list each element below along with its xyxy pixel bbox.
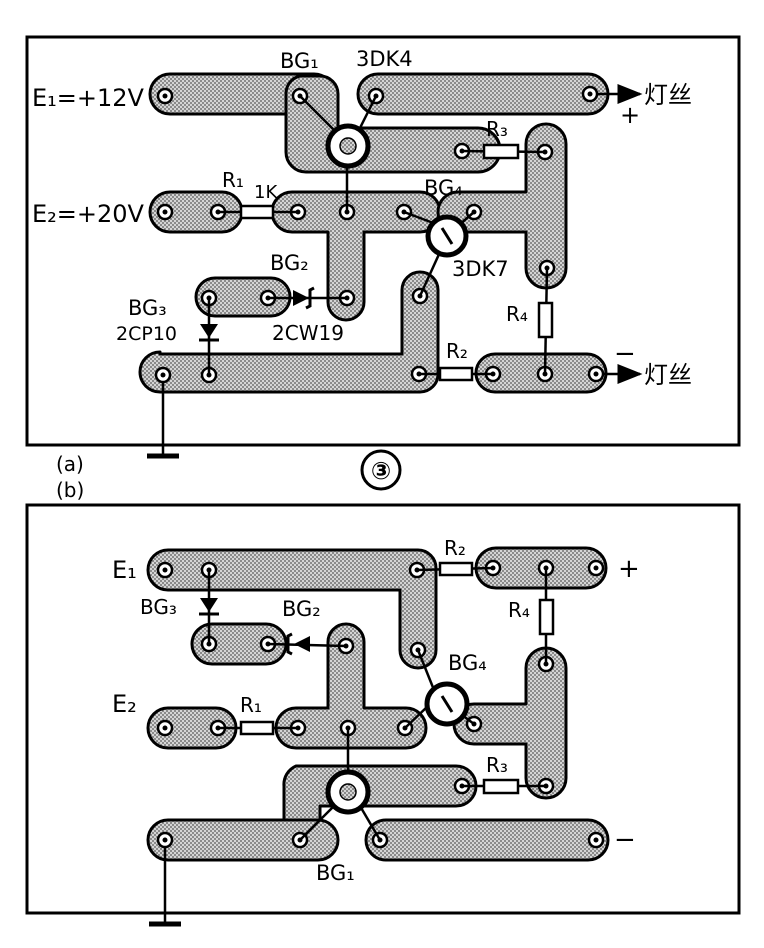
trace-ground bbox=[138, 270, 440, 394]
panel-a: E₁=+12V BG₁ 3DK4 灯丝 + R₃ R₁ 1K E₂=+20V B… bbox=[25, 35, 741, 476]
r2-resistor-b bbox=[416, 561, 494, 577]
pads-b bbox=[156, 559, 605, 849]
bg2-zener-a bbox=[268, 286, 347, 310]
label-e2-a: E₂=+20V bbox=[32, 200, 145, 228]
panel-a-border bbox=[25, 35, 741, 447]
label-r1-a: R₁ bbox=[222, 168, 244, 192]
label-lamp-minus-a: 灯丝 bbox=[644, 361, 692, 389]
label-minus-b: − bbox=[614, 825, 636, 855]
panel-b-label: (b) bbox=[56, 478, 84, 502]
ground-a bbox=[147, 382, 179, 459]
label-e1-b: E₁ bbox=[112, 556, 137, 584]
label-bg4-type-a: 3DK7 bbox=[452, 257, 509, 281]
bg3-diode-a bbox=[199, 298, 219, 375]
figure-number-circle bbox=[360, 449, 402, 491]
label-bg2-a: BG₂ bbox=[270, 251, 309, 275]
bg4-transistor-b bbox=[404, 649, 475, 729]
pads-a bbox=[154, 85, 605, 384]
label-bg3-b: BG₃ bbox=[140, 595, 177, 619]
label-e1-a: E₁=+12V bbox=[32, 84, 145, 112]
label-r3-a: R₃ bbox=[486, 117, 508, 141]
bg1-transistor-a bbox=[299, 95, 378, 212]
label-bg4-b: BG₄ bbox=[448, 651, 487, 675]
label-bg3-type-a: 2CP10 bbox=[116, 323, 177, 345]
trace-e1-b bbox=[146, 548, 438, 670]
label-bg2-b: BG₂ bbox=[282, 597, 321, 621]
r1-resistor-b bbox=[218, 720, 298, 736]
r1-resistor-a bbox=[218, 204, 298, 220]
bg3-diode-b bbox=[199, 570, 219, 644]
label-plus-a: + bbox=[620, 101, 640, 129]
label-bg1-a: BG₁ bbox=[280, 49, 319, 73]
r2-resistor-a bbox=[419, 366, 493, 382]
bg4-transistor-a bbox=[403, 210, 475, 297]
label-e2-b: E₂ bbox=[112, 690, 137, 718]
r4-resistor-b bbox=[538, 568, 555, 664]
trace-minus-b bbox=[364, 818, 610, 862]
label-bg2-type-a: 2CW19 bbox=[272, 321, 344, 345]
label-lamp-plus-a: 灯丝 bbox=[644, 81, 692, 109]
label-r2-a: R₂ bbox=[446, 339, 468, 363]
label-plus-b: + bbox=[618, 554, 640, 584]
lamp-leads-a bbox=[597, 84, 643, 384]
trace-ground-b bbox=[146, 818, 340, 862]
label-r2-b: R₂ bbox=[444, 536, 466, 560]
panel-b: (b) bbox=[25, 478, 741, 927]
figure-number: ③ bbox=[371, 457, 391, 485]
label-r4-a: R₄ bbox=[506, 302, 528, 326]
label-r3-b: R₃ bbox=[486, 753, 508, 777]
trace-lamp-plus bbox=[356, 72, 610, 116]
r3-resistor-b bbox=[462, 778, 546, 795]
label-r4-b: R₄ bbox=[508, 598, 530, 622]
bg1-transistor-b bbox=[299, 728, 382, 841]
label-bg4-a: BG₄ bbox=[424, 176, 463, 200]
trace-bg2-r1-b bbox=[274, 622, 428, 750]
r3-resistor-a bbox=[461, 143, 546, 160]
label-minus-a: − bbox=[614, 339, 636, 369]
label-bg1-type-a: 3DK4 bbox=[356, 47, 413, 71]
bg2-zener-b bbox=[267, 632, 347, 656]
label-r1-b: R₁ bbox=[240, 693, 262, 717]
trace-bg4-r4-b bbox=[452, 646, 568, 800]
label-r1-value-a: 1K bbox=[254, 182, 278, 203]
label-bg1-b: BG₁ bbox=[316, 861, 355, 885]
panel-a-label: (a) bbox=[56, 452, 84, 476]
r4-resistor-a bbox=[537, 267, 554, 375]
ground-b bbox=[149, 847, 181, 927]
panel-b-border bbox=[25, 503, 741, 915]
label-bg3-a: BG₃ bbox=[128, 296, 167, 320]
